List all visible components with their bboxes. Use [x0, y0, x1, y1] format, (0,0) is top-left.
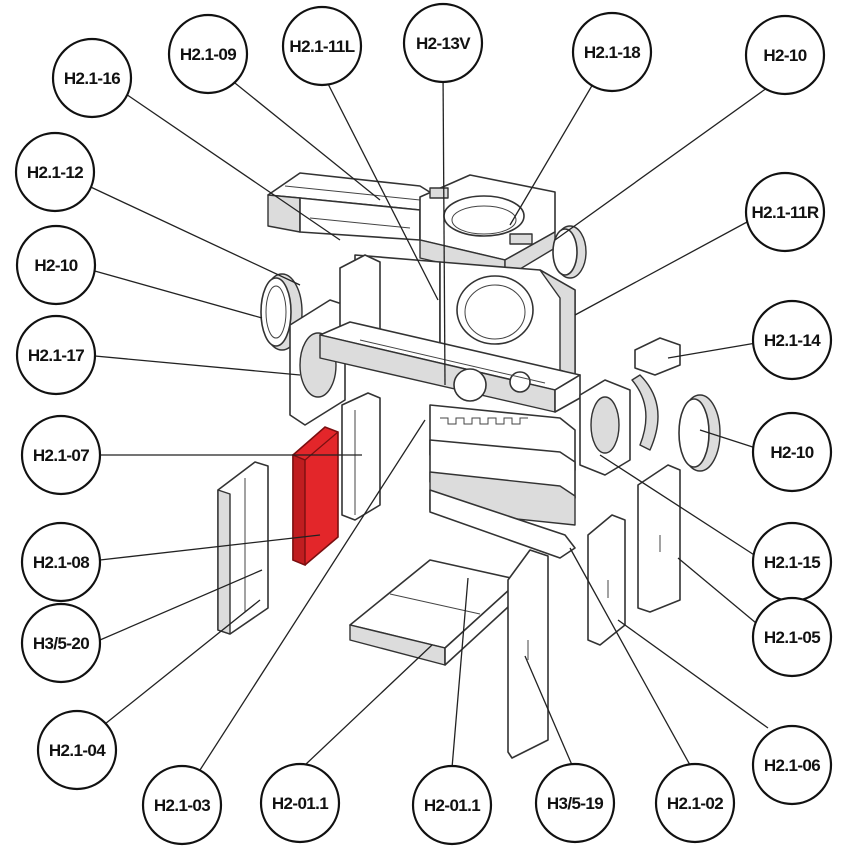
callout-h2-1-17: H2.1-17	[15, 314, 97, 396]
svg-text:H2.1-11L: H2.1-11L	[289, 37, 354, 56]
callout-h2-1-07: H2.1-07	[20, 414, 102, 496]
svg-text:H2.1-12: H2.1-12	[27, 163, 83, 182]
part-h2-01-1	[349, 559, 521, 666]
callout-h2-1-02: H2.1-02	[654, 762, 736, 844]
svg-text:H2.1-16: H2.1-16	[64, 69, 120, 88]
callout-h2-1-18: H2.1-18	[571, 11, 653, 93]
highlighted-brick-side	[292, 453, 306, 567]
svg-text:H2.1-06: H2.1-06	[764, 756, 820, 775]
part-h2-1-11l	[319, 321, 581, 413]
svg-text:H2.1-18: H2.1-18	[584, 43, 640, 62]
part-h2-1-14	[631, 337, 681, 451]
callout-h2-1-08: H2.1-08	[20, 521, 102, 603]
part-h2-1-15	[579, 379, 631, 476]
callout-h2-1-04: H2.1-04	[36, 709, 118, 791]
svg-text:H2-01.1: H2-01.1	[272, 794, 328, 813]
part-h2-1-08	[341, 392, 381, 521]
callout-h2-1-15: H2.1-15	[751, 521, 833, 603]
part-h3-5-20	[217, 461, 269, 635]
svg-text:H2.1-03: H2.1-03	[154, 796, 210, 815]
callout-h2-13v: H2-13V	[402, 2, 484, 84]
parts-drawing	[217, 172, 721, 759]
svg-text:H2.1-15: H2.1-15	[764, 553, 820, 572]
part-grate-rows	[429, 404, 576, 559]
svg-text:H2.1-07: H2.1-07	[33, 446, 89, 465]
callout-h2-1-16: H2.1-16	[51, 37, 133, 119]
callout-h3-5-19: H3/5-19	[534, 762, 616, 844]
part-h2-1-06	[587, 514, 626, 646]
callout-h2-10-left: H2-10	[15, 224, 97, 306]
svg-text:H2.1-05: H2.1-05	[764, 628, 820, 647]
part-h2-1-05	[637, 464, 681, 613]
svg-text:H2-10: H2-10	[770, 443, 813, 462]
part-h2-1-07-highlighted	[292, 426, 339, 567]
part-h3-5-19	[507, 549, 549, 759]
svg-text:H2.1-09: H2.1-09	[180, 45, 236, 64]
callout-h3-5-20: H3/5-20	[20, 602, 102, 684]
callout-h2-1-11l: H2.1-11L	[281, 5, 363, 87]
callout-h2-1-03: H2.1-03	[141, 764, 223, 846]
svg-text:H2.1-08: H2.1-08	[33, 553, 89, 572]
callout-h2-01-1-b: H2-01.1	[411, 764, 493, 846]
svg-text:H3/5-19: H3/5-19	[547, 794, 603, 813]
part-h2-10-top	[552, 225, 587, 279]
svg-text:H2.1-02: H2.1-02	[667, 794, 723, 813]
callout-h2-1-14: H2.1-14	[751, 299, 833, 381]
svg-text:H2.1-04: H2.1-04	[49, 741, 106, 760]
callout-h2-1-09: H2.1-09	[167, 13, 249, 95]
part-h2-1-09	[267, 172, 437, 241]
callout-h2-1-06: H2.1-06	[751, 724, 833, 806]
svg-text:H2-10: H2-10	[34, 256, 77, 275]
part-h2-10-right	[678, 394, 721, 472]
svg-text:H2.1-11R: H2.1-11R	[751, 203, 818, 222]
svg-text:H2.1-17: H2.1-17	[28, 346, 84, 365]
callout-h2-1-11r: H2.1-11R	[744, 171, 826, 253]
svg-text:H2-10: H2-10	[763, 46, 806, 65]
callout-h2-10-right: H2-10	[751, 411, 833, 493]
callout-h2-01-1-a: H2-01.1	[259, 762, 341, 844]
callout-h2-1-05: H2.1-05	[751, 596, 833, 678]
svg-text:H2-01.1: H2-01.1	[424, 796, 480, 815]
callout-h2-10-top: H2-10	[744, 14, 826, 96]
svg-text:H2-13V: H2-13V	[416, 34, 471, 53]
svg-text:H3/5-20: H3/5-20	[33, 634, 89, 653]
svg-text:H2.1-14: H2.1-14	[764, 331, 821, 350]
leader-lines	[79, 69, 786, 771]
callout-bubbles: H2.1-16 H2.1-09 H2.1-11L H2-13V H2.1-18 …	[14, 2, 833, 846]
callout-h2-1-12: H2.1-12	[14, 131, 96, 213]
